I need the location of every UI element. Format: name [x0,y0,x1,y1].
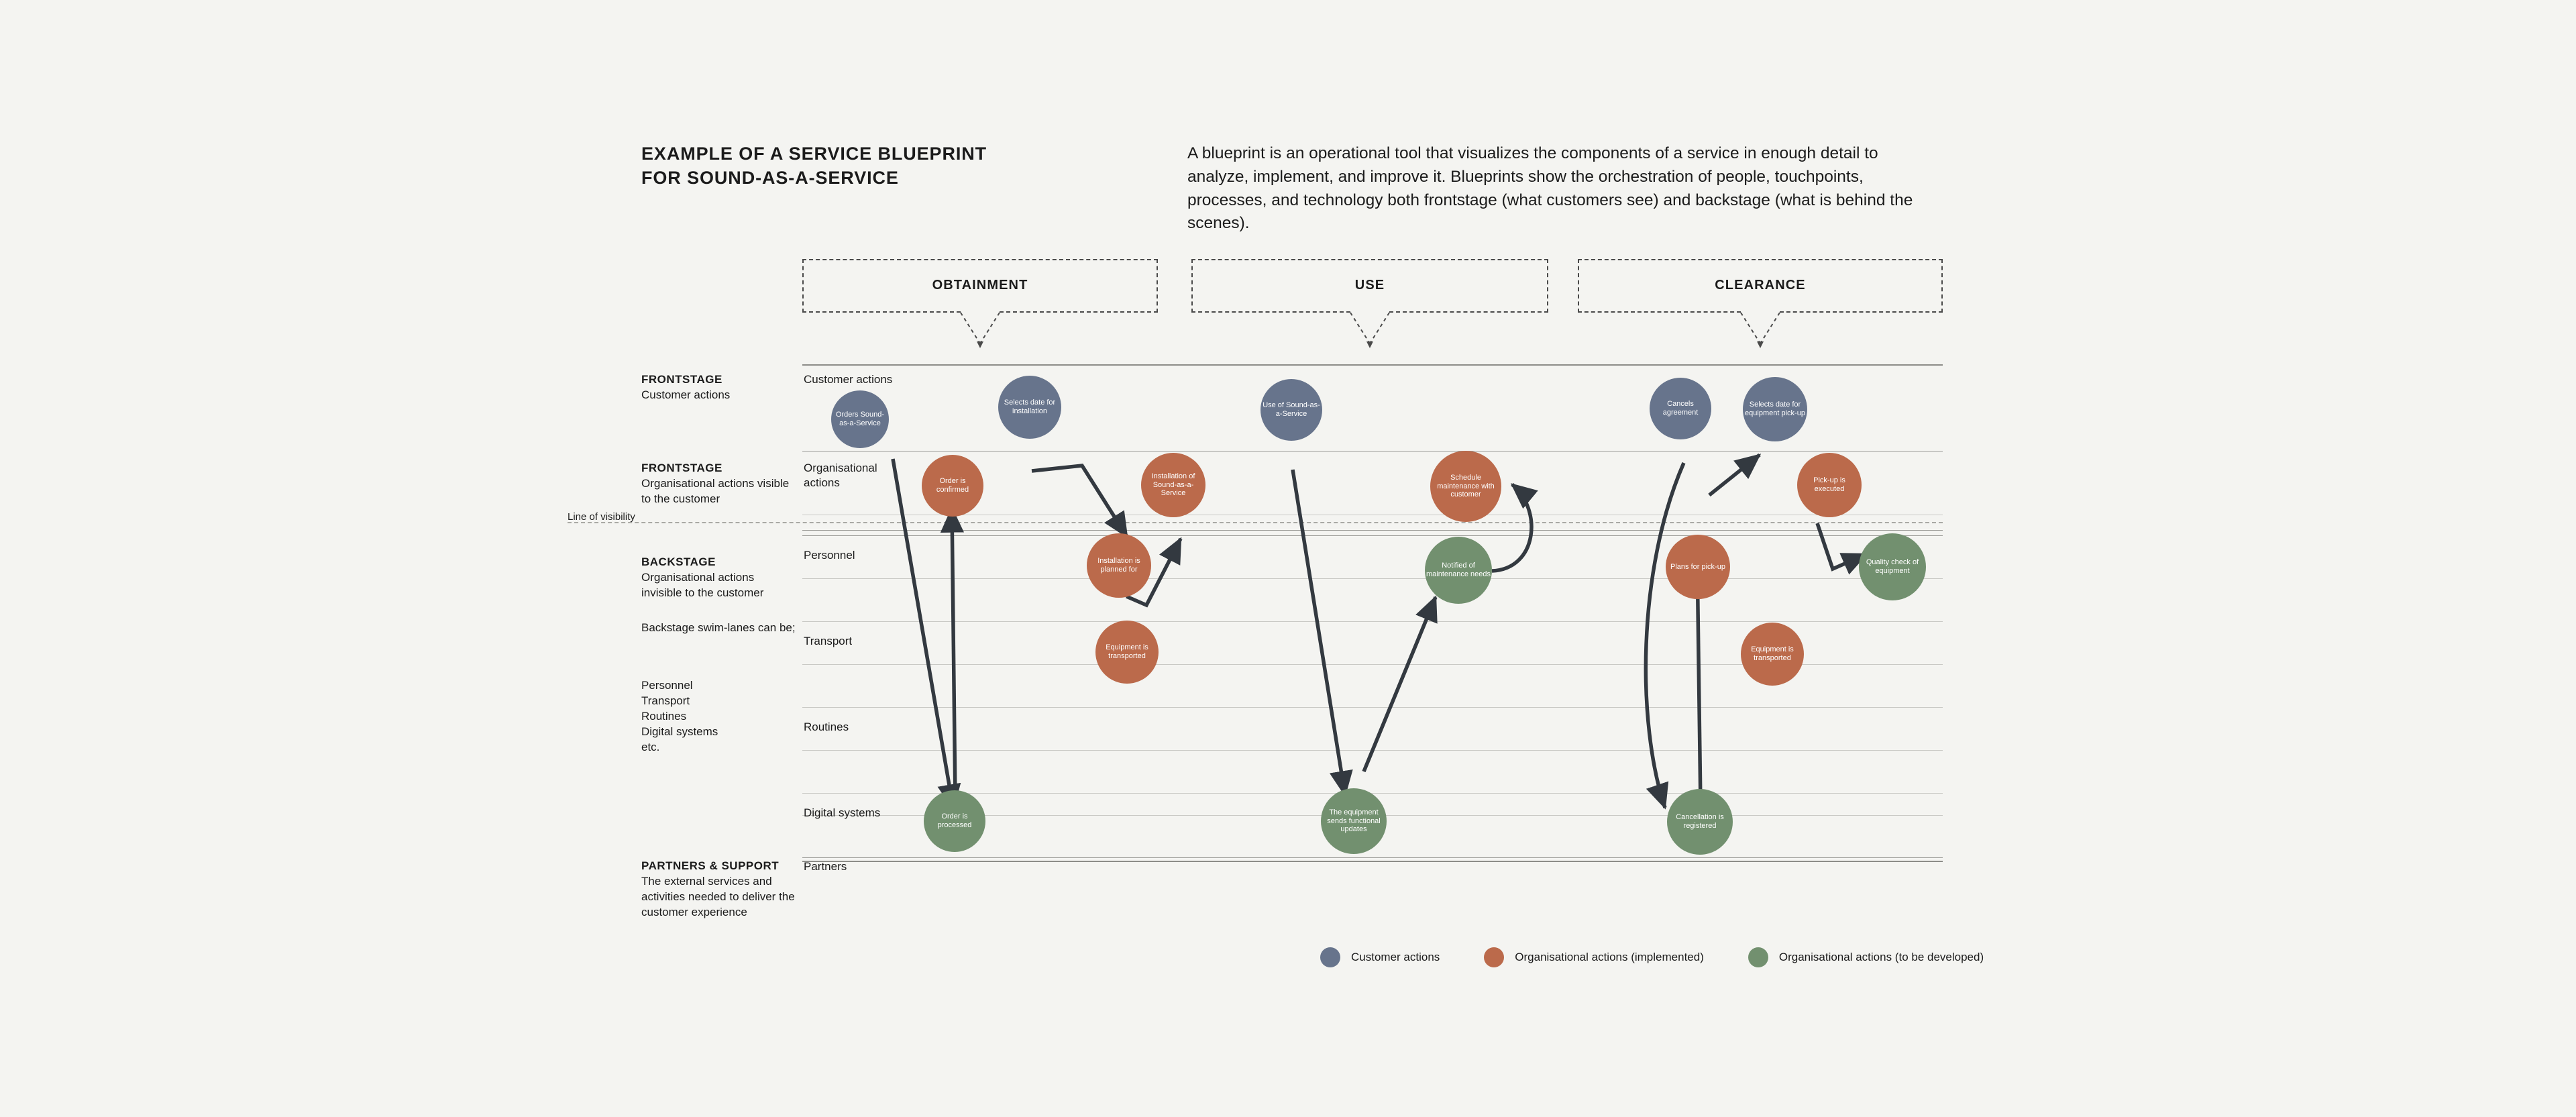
grid-line-routines-bottom [802,793,1943,794]
phase-use-bottom-right [1389,311,1548,313]
legend-label: Organisational actions (implemented) [1515,951,1704,963]
left-block-heading: FRONTSTAGE [641,462,722,474]
legend-label: Organisational actions (to be developed) [1778,951,1984,963]
phase-obtainment-bottom-right [1000,311,1158,313]
line-of-visibility-label: Line of visibility [568,511,635,523]
legend-item-to-be-developed: Organisational actions (to be developed) [1748,947,1984,967]
line-of-visibility [568,522,1943,523]
grid-line-row2-bottom [802,530,1943,531]
left-block-frontstage-org: FRONTSTAGE Organisational actions visibl… [641,461,796,507]
legend-label: Customer actions [1351,951,1440,963]
node-selects-date-for-installation[interactable]: Selects date for installation [998,376,1061,439]
row-label-organisational-actions: Organisational actions [804,462,877,490]
left-block-heading: FRONTSTAGE [641,373,722,386]
left-block-backstage: BACKSTAGE Organisational actions invisib… [641,555,796,601]
left-block-swimlanes-intro: Backstage swim-lanes can be; [641,621,796,636]
node-selects-date-for-equipment-pickup[interactable]: Selects date for equipment pick-up [1743,377,1807,441]
phase-clearance-box [1578,259,1943,313]
left-block-sub: Backstage swim-lanes can be; [641,621,796,634]
phase-obtainment-label: OBTAINMENT [932,278,1028,292]
left-block-heading: BACKSTAGE [641,555,716,568]
phase-clearance-label: CLEARANCE [1715,278,1806,292]
phase-obtainment: OBTAINMENT [802,259,1158,313]
node-order-is-confirmed[interactable]: Order is confirmed [922,455,983,517]
left-block-sub: Organisational actions visible to the cu… [641,476,790,505]
row-label-personnel: Personnel [804,549,855,562]
node-schedule-maintenance-with-customer[interactable]: Schedule maintenance with customer [1430,451,1501,522]
node-equipment-is-transported-clearance[interactable]: Equipment is transported [1741,623,1804,686]
phase-use: USE [1191,259,1548,313]
page-title: EXAMPLE OF A SERVICE BLUEPRINT FOR SOUND… [641,142,1057,191]
page-title-line2: FOR SOUND-AS-A-SERVICE [641,167,899,188]
page-title-line1: EXAMPLE OF A SERVICE BLUEPRINT [641,144,987,164]
legend-item-customer-actions: Customer actions [1320,947,1440,967]
grid-line-top [802,364,1943,366]
row-label-customer-actions: Customer actions [804,373,893,386]
phase-use-bottom-left [1191,311,1350,313]
legend-dot-customer [1320,947,1340,967]
grid-line-personnel-bottom [802,621,1943,622]
grid-line-transport-bottom [802,707,1943,708]
node-use-of-sound-as-a-service[interactable]: Use of Sound-as-a-Service [1260,379,1322,441]
node-plans-for-pickup[interactable]: Plans for pick-up [1666,535,1730,599]
intro-paragraph: A blueprint is an operational tool that … [1187,144,1913,233]
phase-obtainment-box [802,259,1158,313]
left-block-sub: The external services and activities nee… [641,874,795,918]
node-quality-check-of-equipment[interactable]: Quality check of equipment [1859,533,1926,600]
legend-dot-implemented [1484,947,1505,967]
node-orders-sound-as-a-service[interactable]: Orders Sound-as-a-Service [831,390,889,448]
grid-line-bottom [802,861,1943,862]
row-label-routines: Routines [804,721,849,733]
left-block-sub: Customer actions [641,388,731,401]
node-equipment-is-transported-obtainment[interactable]: Equipment is transported [1095,621,1159,684]
node-installation-is-planned-for[interactable]: Installation is planned for [1087,533,1151,598]
row-label-digital-systems: Digital systems [804,806,881,819]
left-block-swimlanes-list: Personnel Transport Routines Digital sys… [641,666,796,767]
phase-use-box [1191,259,1548,313]
node-cancels-agreement[interactable]: Cancels agreement [1650,378,1711,439]
phase-clearance-bottom-right [1780,311,1943,313]
legend-item-implemented: Organisational actions (implemented) [1484,947,1704,967]
node-pickup-is-executed[interactable]: Pick-up is executed [1797,453,1862,517]
left-block-frontstage-customer: FRONTSTAGE Customer actions [641,372,796,403]
row-label-transport: Transport [804,635,853,647]
node-order-is-processed[interactable]: Order is processed [924,790,985,852]
grid-line-personnel-inner [802,578,1943,579]
node-cancellation-is-registered[interactable]: Cancellation is registered [1667,789,1733,855]
grid-line-routines-inner [802,750,1943,751]
left-block-sub: Organisational actions invisible to the … [641,570,764,599]
node-notified-of-maintenance-needs[interactable]: Notified of maintenance needs [1425,537,1492,604]
grid-line-personnel-top [802,535,1943,536]
legend: Customer actions Organisational actions … [1320,947,1984,967]
left-block-heading: PARTNERS & SUPPORT [641,859,780,872]
left-block-sub: Personnel Transport Routines Digital sys… [641,679,718,753]
phase-clearance: CLEARANCE [1578,259,1943,313]
node-equipment-sends-functional-updates[interactable]: The equipment sends functional updates [1321,788,1387,854]
grid-line-digital-bottom [802,857,1943,858]
phase-clearance-bottom-left [1578,311,1741,313]
row-label-partners: Partners [804,860,847,873]
node-installation-of-sound-as-a-service[interactable]: Installation of Sound-as-a-Service [1141,453,1205,517]
phase-use-label: USE [1354,278,1385,292]
phase-obtainment-bottom-left [802,311,961,313]
left-block-partners: PARTNERS & SUPPORT The external services… [641,859,796,920]
legend-dot-to-be-developed [1748,947,1768,967]
